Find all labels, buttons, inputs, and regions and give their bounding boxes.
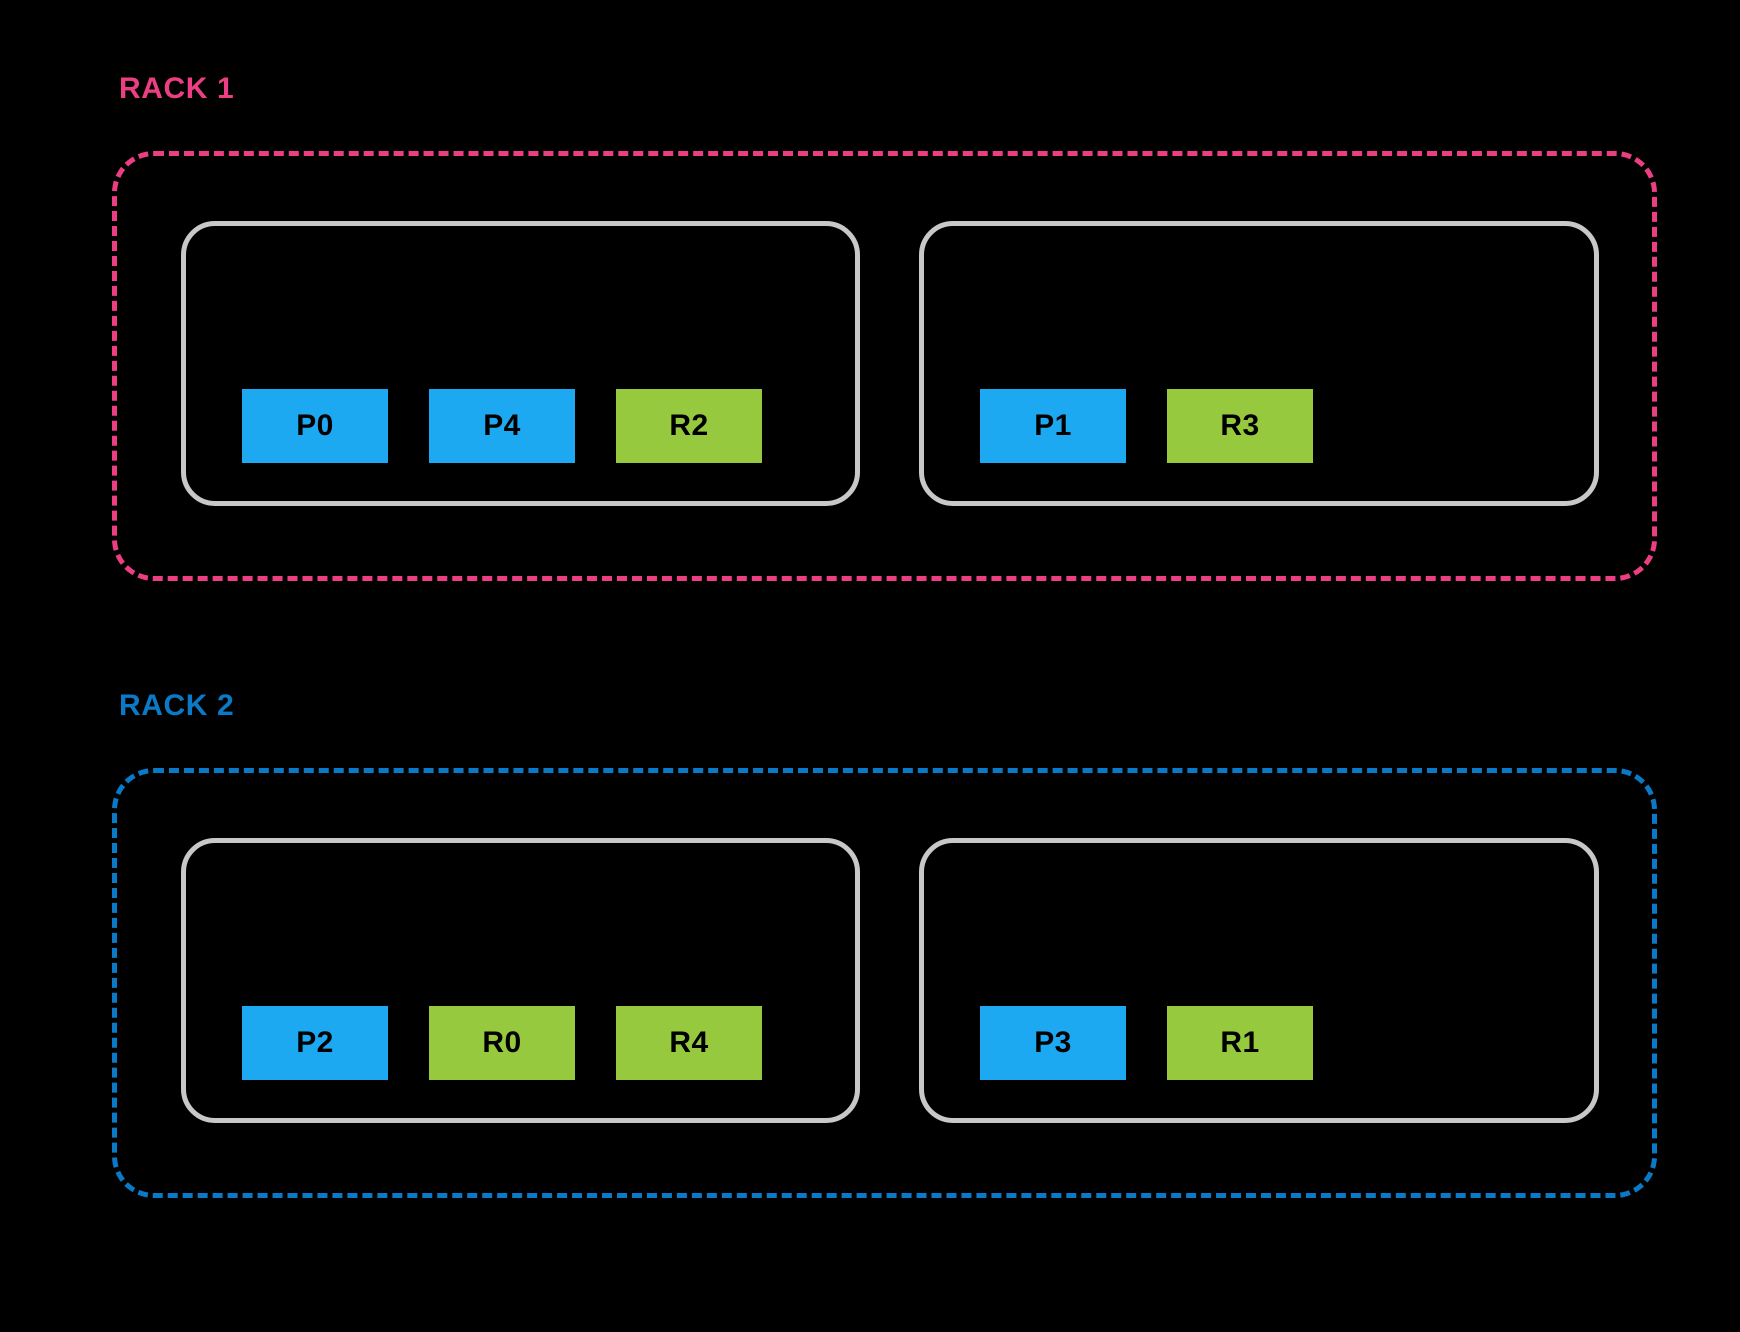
chip-r1[interactable]: R1 xyxy=(1167,1006,1313,1080)
rack-1-node-1: P0 P4 R2 xyxy=(181,221,860,506)
rack-2-node-1-items: P2 R0 R4 xyxy=(186,1006,855,1080)
rack-1-label: RACK 1 xyxy=(119,72,235,105)
rack-2-boundary xyxy=(112,768,1657,1198)
chip-p3[interactable]: P3 xyxy=(980,1006,1126,1080)
chip-r2[interactable]: R2 xyxy=(616,389,762,463)
chip-r0[interactable]: R0 xyxy=(429,1006,575,1080)
rack-1-node-2-items: P1 R3 xyxy=(924,389,1594,463)
chip-p4[interactable]: P4 xyxy=(429,389,575,463)
chip-r3[interactable]: R3 xyxy=(1167,389,1313,463)
rack-1-node-1-items: P0 P4 R2 xyxy=(186,389,855,463)
rack-2-node-2-items: P3 R1 xyxy=(924,1006,1594,1080)
chip-p2[interactable]: P2 xyxy=(242,1006,388,1080)
chip-p1[interactable]: P1 xyxy=(980,389,1126,463)
chip-p0[interactable]: P0 xyxy=(242,389,388,463)
rack-1-boundary xyxy=(112,151,1657,581)
rack-1-node-2: P1 R3 xyxy=(919,221,1599,506)
chip-r4[interactable]: R4 xyxy=(616,1006,762,1080)
rack-2-node-2: P3 R1 xyxy=(919,838,1599,1123)
rack-2-node-1: P2 R0 R4 xyxy=(181,838,860,1123)
rack-2-label: RACK 2 xyxy=(119,689,235,722)
